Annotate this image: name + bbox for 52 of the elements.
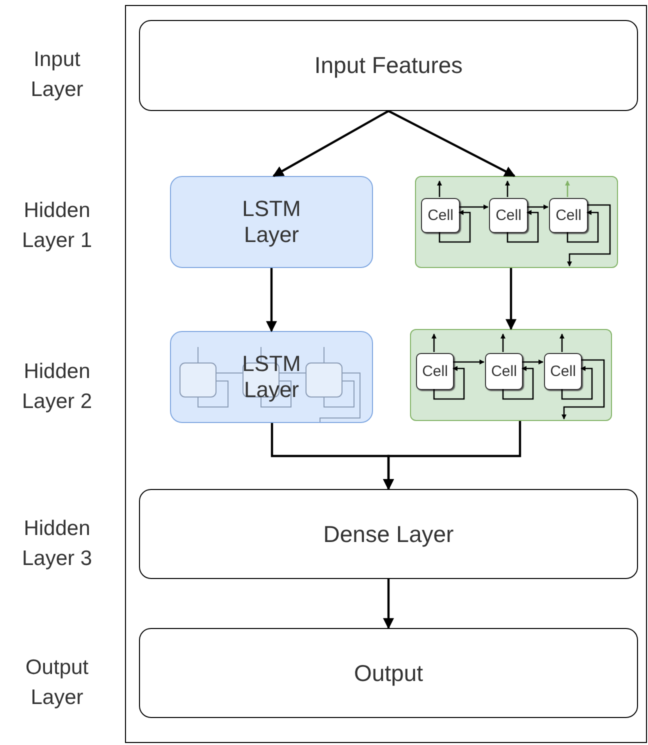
recurrent-arrow (522, 359, 544, 365)
recurrent-arrow (438, 210, 471, 243)
cell-panel (410, 329, 612, 421)
recurrent-arrow (433, 366, 465, 400)
layer-name: Dense Layer (323, 520, 454, 548)
recurrent-arrow (459, 204, 489, 210)
lstm-layer-box (170, 176, 373, 268)
cell-box (549, 198, 588, 233)
layer-name: Input Features (314, 52, 463, 79)
arrow (266, 268, 277, 332)
cell-box (544, 353, 582, 390)
cell-label: Cell (496, 207, 522, 224)
layer-label: Hidden Layer 2 (20, 359, 94, 415)
recurrent-arrow (453, 359, 485, 365)
cell-label: Cell (491, 363, 517, 380)
layer-name: LSTM Layer (241, 196, 302, 248)
layer-label: Input Layer (30, 47, 84, 103)
layer-label: Hidden Layer 3 (20, 516, 94, 572)
layer-name: Output (354, 660, 424, 686)
recurrent-arrow (566, 210, 599, 243)
recurrent-arrow (436, 180, 442, 197)
recurrent-arrow (500, 333, 506, 352)
cell-label: Cell (422, 363, 448, 380)
cell-box (421, 198, 460, 233)
recurrent-arrow (564, 180, 570, 197)
recurrent-arrow (527, 204, 549, 210)
arrow (272, 110, 390, 177)
recurrent-arrow (502, 366, 534, 400)
layer-label: Hidden Layer 1 (20, 198, 94, 254)
recurrent-arrow (504, 180, 510, 197)
layer-box (139, 20, 638, 111)
arrow (383, 579, 394, 630)
layer-label: Output Layer (24, 655, 90, 711)
cell-label: Cell (550, 363, 576, 380)
recurrent-arrow (506, 210, 539, 243)
recurrent-arrow (431, 333, 437, 352)
recurrent-arrow (561, 366, 593, 400)
recurrent-arrow (559, 333, 565, 352)
layer-box (139, 489, 638, 579)
arrow (383, 421, 522, 490)
layer-box (139, 628, 638, 718)
cell-panel (415, 176, 618, 268)
cell-box (416, 353, 454, 390)
arrow (506, 268, 516, 330)
recurrent-arrow (566, 204, 611, 267)
recurrent-arrow (561, 359, 605, 420)
cell-label: Cell (556, 207, 582, 224)
arrow (388, 110, 516, 177)
cell-box (485, 353, 523, 390)
layer-name: LSTM Layer (241, 351, 302, 403)
cell-box (489, 198, 528, 233)
cell-label: Cell (428, 207, 454, 224)
